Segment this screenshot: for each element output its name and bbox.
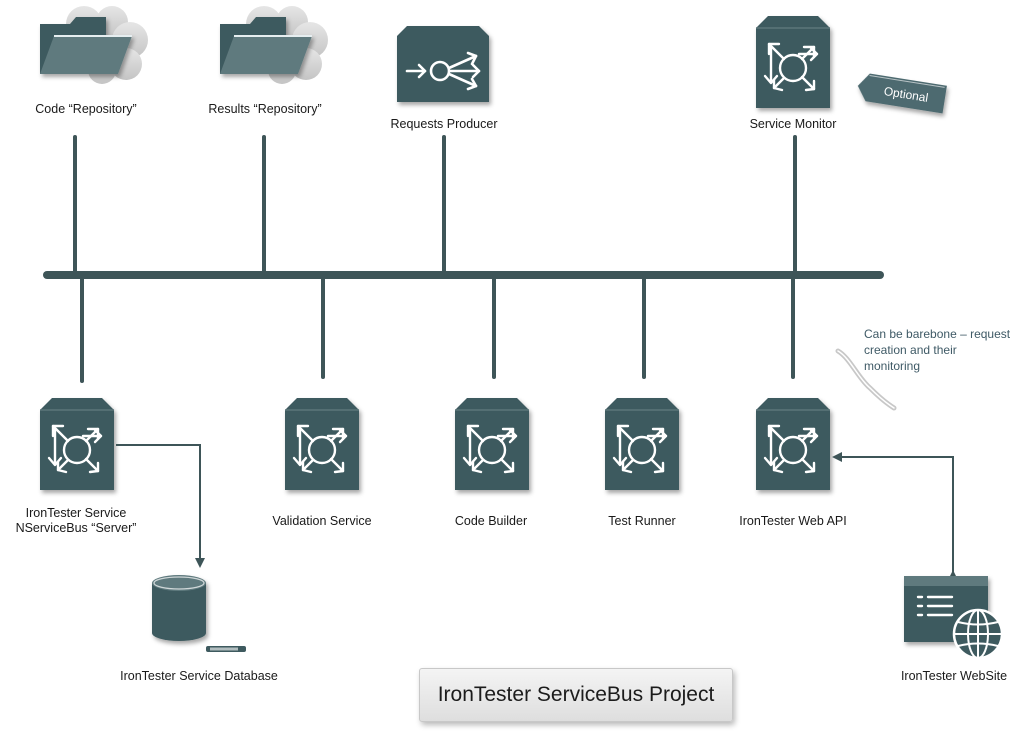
node-irontester-web-api [756,398,830,490]
node-code-builder [455,398,529,490]
message-producer-icon [397,26,489,102]
label-irontester-service-2: NServiceBus “Server” [16,521,137,535]
diagram-title: IronTester ServiceBus Project [419,668,733,722]
label-requests-producer: Requests Producer [390,117,497,131]
label-website: IronTester WebSite [901,669,1007,683]
label-code-repository: Code “Repository” [35,102,136,116]
label-results-repository: Results “Repository” [208,102,321,116]
service-hub-icon [756,398,830,490]
label-irontester-service-1: IronTester Service [26,506,127,520]
optional-tag-label: Optional [883,84,929,105]
label-validation-service: Validation Service [272,514,371,528]
service-hub-icon [605,398,679,490]
barebone-note: Can be barebone – request creation and t… [835,327,1011,411]
note-line-2: creation and their [864,343,957,357]
label-code-builder: Code Builder [455,514,527,528]
service-hub-icon [756,16,830,108]
label-database: IronTester Service Database [120,669,278,683]
label-irontester-web-api: IronTester Web API [739,514,846,528]
database-icon [152,575,246,652]
node-validation-service [285,398,359,490]
folder-icon [40,6,148,84]
node-irontester-service [40,398,114,490]
node-results-repository [220,6,328,84]
optional-tag: Optional [857,73,947,114]
note-line-3: monitoring [864,359,920,373]
node-service-monitor [756,16,830,108]
node-code-repository [40,6,148,84]
node-website [904,576,1004,660]
node-test-runner [605,398,679,490]
folder-icon [220,6,328,84]
service-bus [43,135,884,383]
connector-service-to-database [116,444,205,568]
node-requests-producer [397,26,489,102]
node-database [152,575,246,652]
note-line-1: Can be barebone – request [864,327,1011,341]
service-hub-icon [285,398,359,490]
service-hub-icon [455,398,529,490]
website-globe-icon [904,576,1004,660]
service-hub-icon [40,398,114,490]
connector-website-to-web-api [832,452,958,580]
label-service-monitor: Service Monitor [750,117,837,131]
label-test-runner: Test Runner [608,514,675,528]
